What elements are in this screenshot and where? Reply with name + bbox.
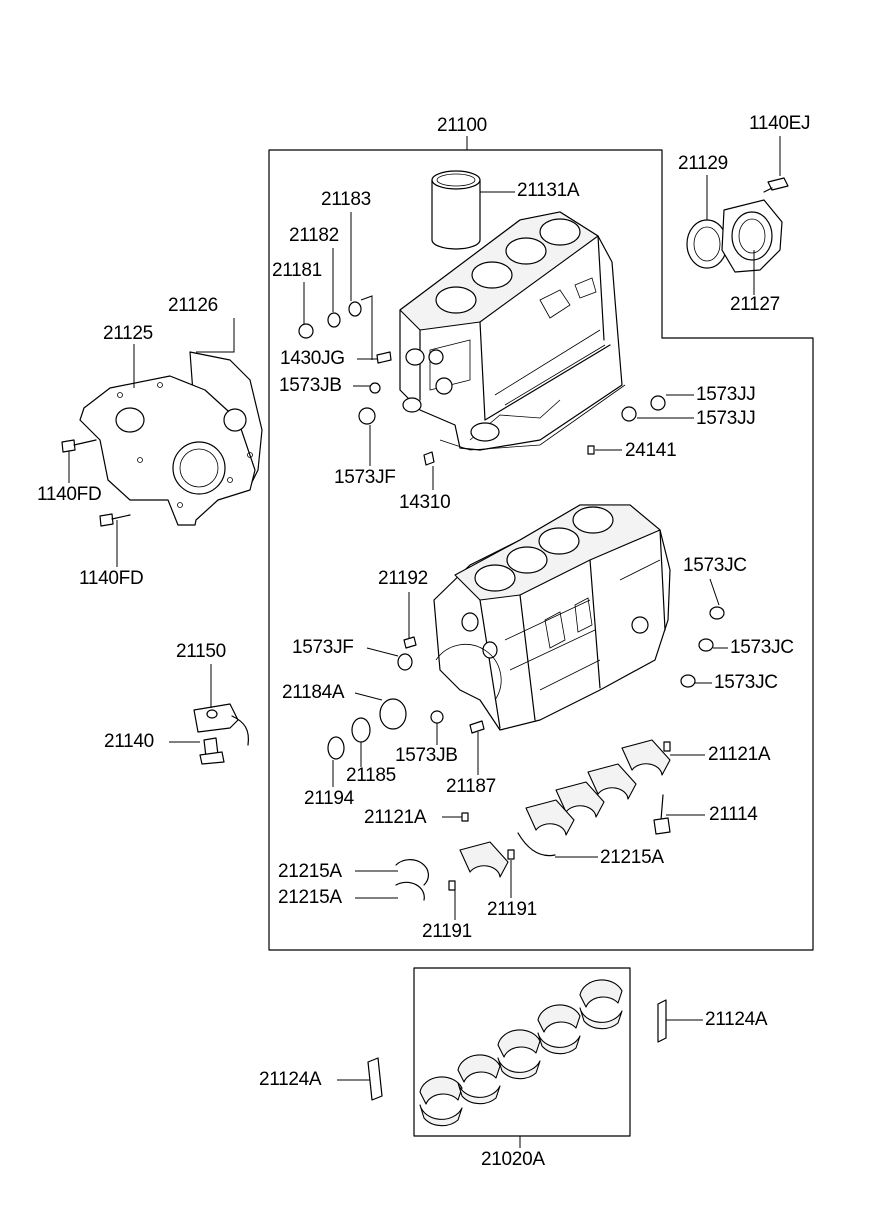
part-label-21121A-a[interactable]: 21121A bbox=[708, 744, 771, 765]
lower-cylinder-block-drawing bbox=[433, 504, 671, 731]
part-label-1573JB-top[interactable]: 1573JB bbox=[279, 375, 342, 396]
part-label-21182[interactable]: 21182 bbox=[289, 225, 339, 246]
part-label-1140EJ[interactable]: 1140EJ bbox=[749, 113, 811, 134]
rear-seal-drawing bbox=[686, 177, 789, 273]
part-label-21020A[interactable]: 21020A bbox=[481, 1149, 545, 1170]
cylinder-block-group-frame bbox=[268, 149, 814, 951]
part-label-21191-a[interactable]: 21191 bbox=[422, 921, 472, 942]
part-label-21183[interactable]: 21183 bbox=[321, 189, 371, 210]
front-plate-drawing bbox=[61, 351, 263, 527]
part-label-21124A-a[interactable]: 21124A bbox=[705, 1009, 768, 1030]
part-label-21185[interactable]: 21185 bbox=[346, 765, 396, 786]
cylinder-liner-drawing bbox=[431, 170, 481, 250]
part-label-1573JF-top[interactable]: 1573JF bbox=[334, 467, 396, 488]
part-label-21131A[interactable]: 21131A bbox=[517, 180, 580, 201]
main-bearing-set-drawing bbox=[419, 979, 623, 1127]
part-label-21127[interactable]: 21127 bbox=[730, 294, 780, 315]
part-label-1573JC-a[interactable]: 1573JC bbox=[683, 555, 747, 576]
bearing-caps-drawing bbox=[395, 739, 671, 901]
part-label-14310[interactable]: 14310 bbox=[399, 492, 451, 513]
part-label-21100[interactable]: 21100 bbox=[437, 115, 487, 136]
part-label-24141[interactable]: 24141 bbox=[625, 440, 677, 461]
part-label-21121A-b[interactable]: 21121A bbox=[364, 807, 427, 828]
side-seals-drawing bbox=[367, 999, 667, 1101]
part-label-21181[interactable]: 21181 bbox=[272, 260, 322, 281]
part-label-21215A-c[interactable]: 21215A bbox=[600, 847, 664, 868]
oil-jet-drawing bbox=[193, 703, 250, 765]
part-label-21215A-a[interactable]: 21215A bbox=[278, 861, 342, 882]
part-label-21194[interactable]: 21194 bbox=[304, 788, 354, 809]
part-label-1573JC-b[interactable]: 1573JC bbox=[730, 637, 794, 658]
part-label-21129[interactable]: 21129 bbox=[678, 153, 728, 174]
part-label-1573JF-mid[interactable]: 1573JF bbox=[292, 637, 354, 658]
leader-lines bbox=[68, 136, 781, 1148]
part-label-1430JG[interactable]: 1430JG bbox=[280, 348, 345, 369]
part-label-21140[interactable]: 21140 bbox=[104, 731, 154, 752]
part-label-21114[interactable]: 21114 bbox=[709, 804, 758, 825]
part-label-1140FD-a[interactable]: 1140FD bbox=[37, 484, 102, 505]
part-label-21126[interactable]: 21126 bbox=[168, 295, 218, 316]
upper-plugs-drawing bbox=[298, 301, 666, 466]
part-label-21125[interactable]: 21125 bbox=[103, 323, 153, 344]
part-label-1140FD-b[interactable]: 1140FD bbox=[79, 568, 144, 589]
bearing-set-group-frame bbox=[413, 967, 631, 1137]
part-label-1573JC-c[interactable]: 1573JC bbox=[714, 672, 778, 693]
part-label-1573JB-mid[interactable]: 1573JB bbox=[395, 745, 458, 766]
lower-plugs-drawing bbox=[327, 606, 725, 760]
part-label-21184A[interactable]: 21184A bbox=[282, 682, 345, 703]
part-label-1573JJ-b[interactable]: 1573JJ bbox=[696, 408, 756, 429]
part-label-21191-b[interactable]: 21191 bbox=[487, 899, 537, 920]
upper-cylinder-block-drawing bbox=[399, 211, 626, 451]
part-label-21215A-b[interactable]: 21215A bbox=[278, 887, 342, 908]
part-label-21192[interactable]: 21192 bbox=[378, 568, 428, 589]
part-label-21187[interactable]: 21187 bbox=[446, 776, 496, 797]
part-label-1573JJ-a[interactable]: 1573JJ bbox=[696, 384, 756, 405]
part-label-21124A-b[interactable]: 21124A bbox=[259, 1069, 322, 1090]
part-label-21150[interactable]: 21150 bbox=[176, 641, 226, 662]
